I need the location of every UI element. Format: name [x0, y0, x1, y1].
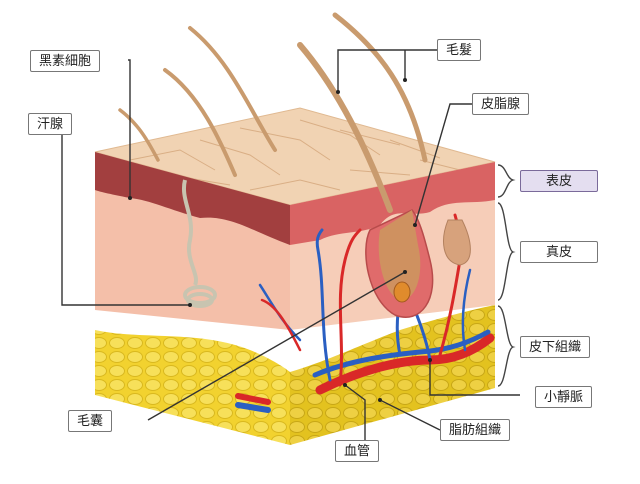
label-hair: 毛髮 — [437, 39, 482, 61]
sweat-gland — [182, 179, 217, 308]
label-adipose: 脂肪組織 — [440, 419, 511, 441]
label-blood-vessel: 血管 — [335, 440, 380, 462]
label-epidermis: 表皮 — [520, 170, 598, 192]
label-subcutaneous: 皮下組織 — [520, 336, 591, 358]
hair-follicle — [365, 209, 434, 318]
label-melanocyte: 黑素細胞 — [30, 50, 101, 72]
label-follicle: 毛囊 — [68, 410, 113, 432]
epidermis-surface — [94, 107, 496, 206]
label-sweat-gland: 汗腺 — [28, 113, 73, 135]
label-sebaceous-gland: 皮脂腺 — [472, 93, 530, 115]
sebaceous-gland — [443, 219, 471, 266]
hairs — [118, 12, 428, 213]
leader-lines — [61, 49, 520, 440]
label-venule: 小靜脈 — [535, 386, 593, 408]
melanin-layer — [95, 152, 290, 245]
label-dermis: 真皮 — [520, 241, 598, 263]
front-face — [95, 152, 495, 330]
layer-brackets — [497, 164, 516, 387]
